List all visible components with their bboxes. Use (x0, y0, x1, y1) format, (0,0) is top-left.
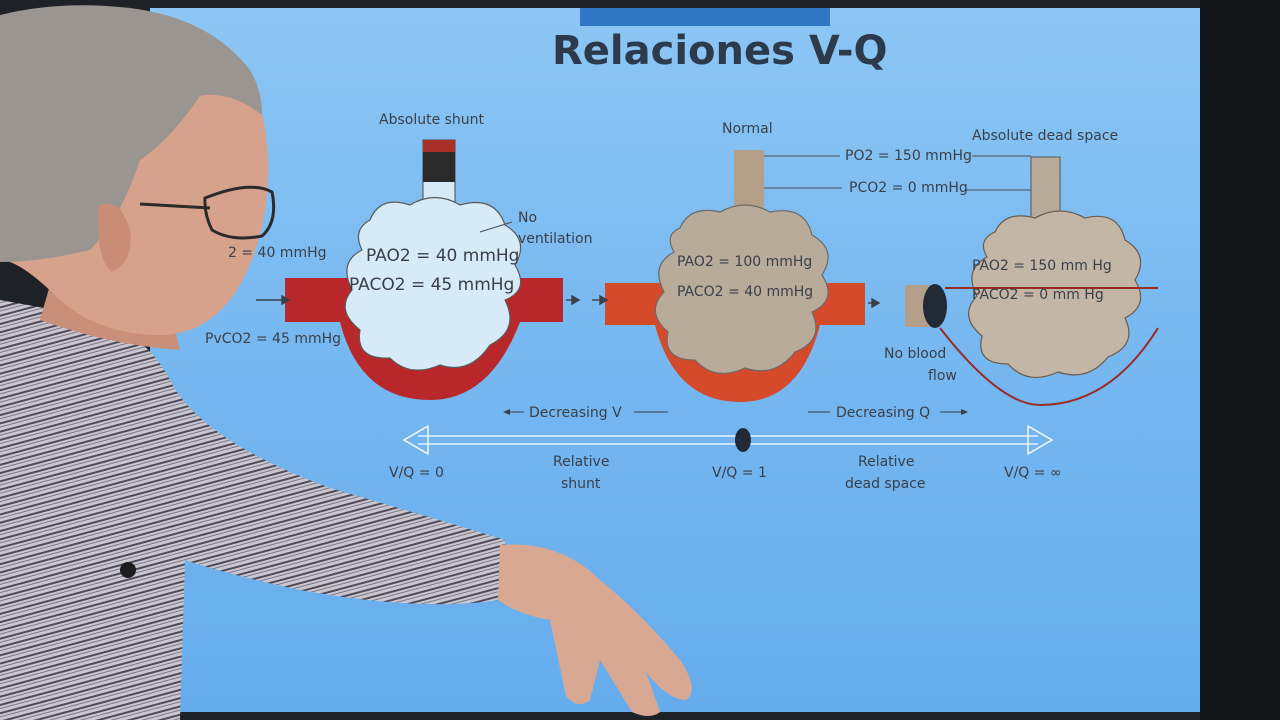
decreasing-v-label: Decreasing V (529, 405, 622, 421)
screen-frame (1200, 0, 1280, 720)
dead-space-note-line2: flow (928, 368, 957, 384)
dead-space-note-line1: No blood (884, 346, 947, 362)
shunt-heading: Absolute shunt (379, 112, 485, 128)
normal-inspired-o2: PO2 = 150 mmHg (845, 148, 972, 164)
relative-shunt-line1: Relative (553, 454, 610, 470)
shunt-alveolar-o2: PAO2 = 40 mmHg (366, 246, 520, 266)
presenter-shirt (0, 300, 505, 720)
dead-space-alveolar-co2: PACO2 = 0 mm Hg (972, 287, 1104, 303)
glasses-icon (139, 185, 276, 240)
presenter-ear (97, 203, 131, 272)
relative-shunt-line2: shunt (561, 476, 601, 492)
slide-title: Relaciones V-Q (552, 28, 888, 74)
shunt-alveolar-co2: PACO2 = 45 mmHg (349, 275, 515, 295)
normal-heading: Normal (722, 121, 773, 137)
vq-infinity-label: V/Q = ∞ (1004, 465, 1062, 481)
shunt-unit (285, 139, 563, 400)
shunt-venous-co2: PvCO2 = 45 mmHg (205, 331, 342, 347)
normal-alveolar-o2: PAO2 = 100 mmHg (677, 254, 813, 270)
presenter-hair (0, 5, 262, 262)
slide-top-bar (580, 8, 830, 26)
dead-space-vessel-bottom (939, 327, 1159, 407)
normal-alveolar-co2: PACO2 = 40 mmHg (677, 284, 814, 300)
microphone-icon (120, 562, 136, 578)
relative-dead-line2: dead space (845, 476, 926, 492)
normal-alveolus (654, 204, 829, 375)
dead-space-heading: Absolute dead space (972, 128, 1119, 144)
dead-space-clot (923, 284, 947, 328)
dead-space-alveolar-o2: PAO2 = 150 mm Hg (972, 258, 1112, 274)
dead-space-unit (905, 156, 1159, 407)
decreasing-q-label: Decreasing Q (836, 405, 931, 421)
vq-one-label: V/Q = 1 (712, 465, 767, 481)
shunt-alveolus (344, 196, 522, 371)
shunt-airway-cap (423, 140, 455, 152)
shunt-note-line1: No (518, 210, 538, 226)
leader-lines (479, 155, 1031, 233)
shunt-note-line2: ventilation (518, 231, 593, 247)
normal-unit (605, 150, 865, 402)
flow-arrows (256, 294, 881, 309)
vq-zero-label: V/Q = 0 (389, 465, 444, 481)
dead-space-alveolus (968, 210, 1142, 379)
vq-normal-marker (735, 428, 751, 452)
normal-inspired-co2: PCO2 = 0 mmHg (849, 180, 968, 196)
vq-axis (402, 409, 1054, 456)
presenter-hand (498, 544, 692, 716)
relative-dead-line1: Relative (858, 454, 915, 470)
shunt-arterial-o2: 2 = 40 mmHg (228, 245, 327, 261)
presenter (0, 5, 692, 720)
